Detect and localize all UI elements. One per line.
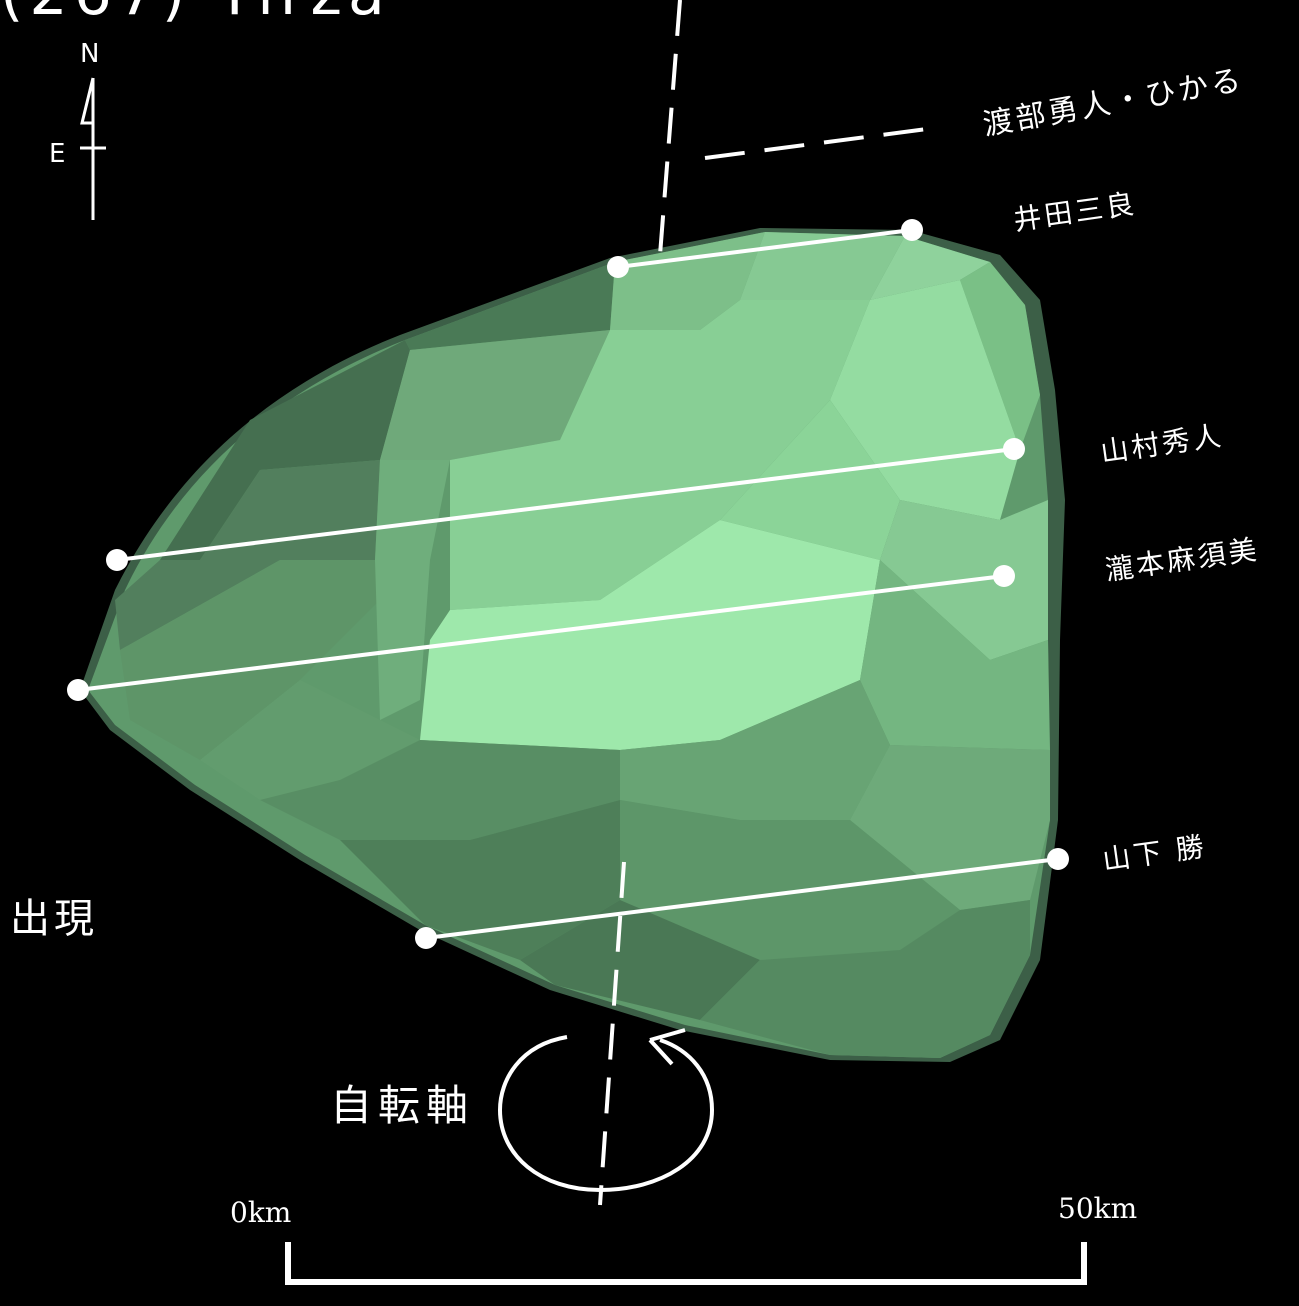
chord-2: [106, 438, 1025, 571]
rotation-axis-line-bottom: [598, 861, 626, 1206]
chord-4-start-point: [415, 927, 437, 949]
chord-3: [67, 565, 1015, 701]
reappearance-label: 出現: [10, 896, 98, 942]
chord-3-end-point: [993, 565, 1015, 587]
chord-1-reappearance-point: [901, 219, 923, 241]
scale-start-label: 0km: [230, 1196, 291, 1229]
chord-1-disappearance-point: [607, 256, 629, 278]
compass-north-arrow-icon: [80, 77, 95, 125]
observer-label-3: 山村秀人: [1098, 419, 1225, 469]
chord-2-start-point: [106, 549, 128, 571]
rotation-axis-label: 自転軸: [330, 1081, 474, 1130]
compass: N E: [49, 39, 106, 220]
negative-chord-line: [704, 126, 936, 160]
rotation-axis-line-top: [658, 0, 682, 256]
chord-1: [607, 219, 923, 278]
observer-label-4: 瀧本麻須美: [1103, 533, 1261, 587]
observer-label-1: 渡部勇人・ひかる: [980, 63, 1246, 143]
chord-4: [415, 848, 1069, 949]
chord-4-end-point: [1047, 848, 1069, 870]
compass-east-label: E: [49, 139, 65, 169]
observer-label-5: 山下 勝: [1100, 830, 1208, 877]
asteroid-shape: [80, 228, 1065, 1062]
scale-bar: 0km 50km: [230, 1192, 1137, 1285]
rotation-arrow-icon: [497, 1028, 715, 1193]
scale-end-label: 50km: [1058, 1192, 1137, 1225]
chord-2-end-point: [1003, 438, 1025, 460]
observer-label-2: 井田三良: [1011, 187, 1138, 237]
diagram-title: (267) Tirza: [0, 0, 391, 29]
compass-north-label: N: [80, 39, 99, 69]
chord-3-start-point: [67, 679, 89, 701]
